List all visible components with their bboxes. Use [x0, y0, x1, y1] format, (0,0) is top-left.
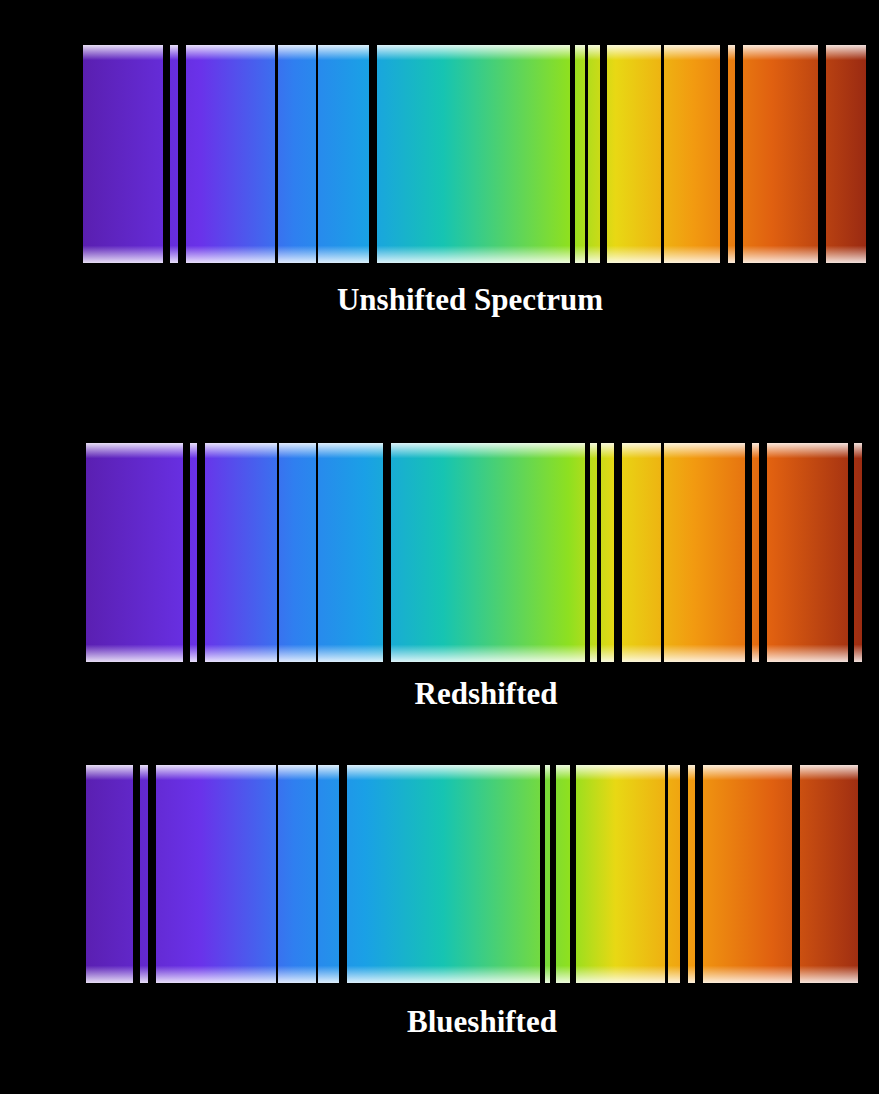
blueshifted-band: [86, 765, 858, 983]
spectrum-caption: Blueshifted: [407, 1004, 557, 1040]
redshifted-band: [86, 443, 862, 662]
spectrum-caption: Redshifted: [415, 676, 558, 712]
unshifted-band: [83, 45, 866, 263]
spectrum-caption: Unshifted Spectrum: [337, 282, 603, 318]
